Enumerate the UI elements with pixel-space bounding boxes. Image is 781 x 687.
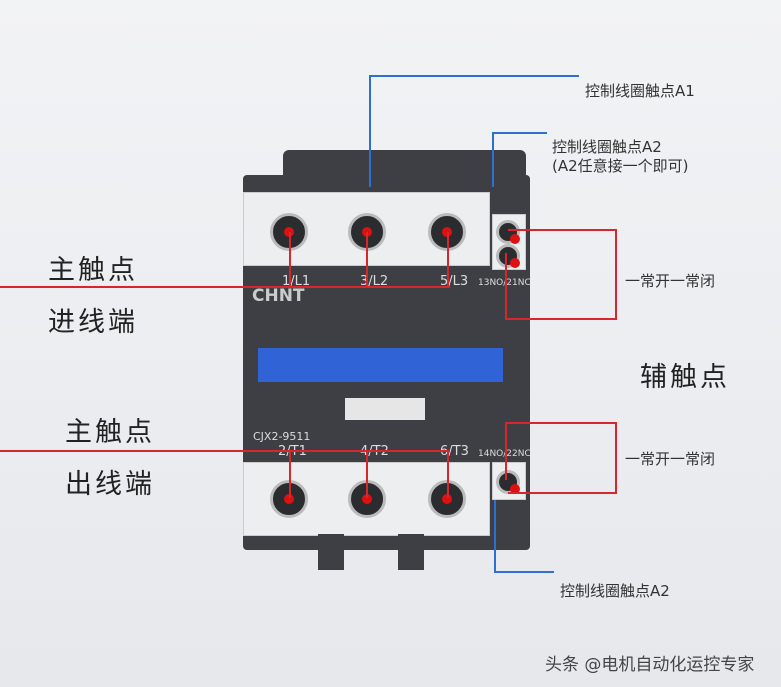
mark-14no22nc: 14NO/22NC [478, 449, 531, 459]
a2-top-leader-v [492, 132, 494, 187]
main-out-leader [0, 450, 450, 452]
aux-lower-leader-c [508, 492, 616, 494]
bottom-foot-left [318, 534, 344, 570]
label-a1: 控制线圈触点A1 [585, 82, 695, 100]
a2-bottom-leader-h [494, 571, 554, 573]
aux-upper-leader-c [505, 318, 616, 320]
label-main-out-2: 出线端 [65, 469, 155, 500]
terminal-t1 [270, 480, 308, 518]
label-aux-upper: 一常开一常闭 [625, 272, 716, 290]
leader-l1 [289, 232, 291, 287]
label-plate [345, 398, 425, 420]
a2-top-leader-h [492, 132, 547, 134]
aux-terminal-21 [496, 244, 520, 268]
aux-upper-leader-v [615, 229, 617, 320]
watermark: 头条 @电机自动化运控专家 [545, 655, 755, 675]
brand-logo: CHNT [252, 286, 305, 306]
label-a2-top: 控制线圈触点A2 [552, 138, 662, 156]
model-number: CJX2-9511 [253, 430, 311, 443]
aux-lower-leader-a [505, 422, 616, 424]
mark-13no21nc: 13NO/21NC [478, 278, 531, 288]
a2-bottom-leader-v [494, 500, 496, 572]
leader-t3 [447, 450, 449, 498]
blue-armature [258, 348, 503, 382]
top-foot-right [398, 160, 424, 192]
top-foot-left [318, 160, 344, 192]
label-aux-lower: 一常开一常闭 [625, 450, 716, 468]
aux-lower-leader-b [505, 422, 507, 480]
aux-upper-leader-a [508, 229, 616, 231]
leader-t2 [366, 450, 368, 498]
label-main-in-1: 主触点 [48, 255, 138, 286]
leader-l3 [447, 232, 449, 287]
label-aux: 辅触点 [640, 362, 730, 393]
aux-terminal-14 [496, 470, 520, 494]
label-main-out-1: 主触点 [65, 417, 155, 448]
a1-leader-h [369, 75, 579, 77]
leader-l2 [366, 232, 368, 287]
bottom-foot-right [398, 534, 424, 570]
leader-t1 [289, 450, 291, 498]
aux-upper-leader-b [505, 253, 507, 318]
aux-lower-leader-v [615, 422, 617, 494]
aux-terminal-13 [496, 220, 520, 244]
label-main-in-2: 进线端 [48, 307, 138, 338]
label-a2-note: (A2任意接一个即可) [552, 157, 689, 175]
label-a2-bottom: 控制线圈触点A2 [560, 582, 670, 600]
a1-leader-v [369, 75, 371, 187]
main-in-leader [0, 286, 450, 288]
